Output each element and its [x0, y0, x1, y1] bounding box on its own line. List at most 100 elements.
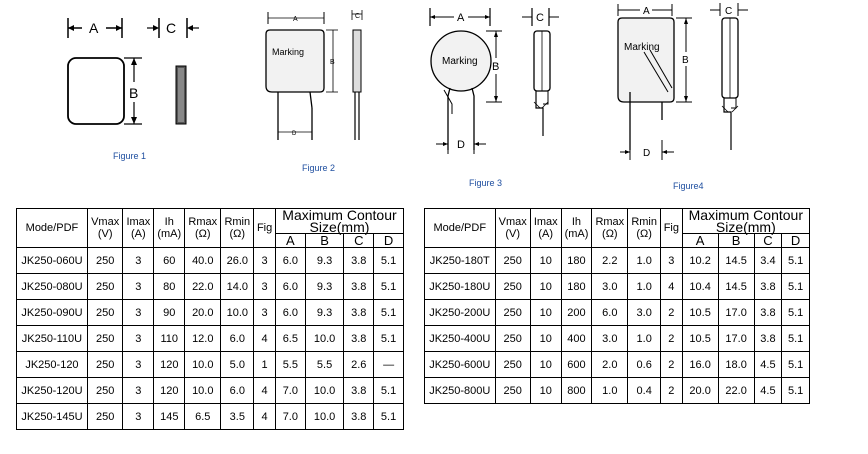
value-cell: 4: [660, 273, 683, 300]
fig2-marking: Marking: [272, 47, 304, 57]
model-cell: JK250-120U: [16, 377, 88, 404]
value-cell: 10: [529, 351, 562, 378]
value-cell: 400: [560, 325, 593, 352]
value-cell: 10.0: [184, 351, 222, 378]
value-cell: 3: [253, 247, 276, 274]
value-cell: 5.1: [781, 299, 810, 326]
header-d: D: [781, 233, 810, 248]
value-cell: 3.8: [343, 299, 375, 326]
value-cell: 1.0: [591, 377, 629, 404]
value-cell: 10: [529, 325, 562, 352]
header-b: B: [717, 233, 755, 248]
header-a: A: [274, 233, 306, 248]
value-cell: 6.5: [184, 403, 222, 430]
header-rmax: Rmax(Ω): [184, 208, 222, 248]
value-cell: 3.5: [220, 403, 255, 430]
value-cell: 0.6: [627, 351, 662, 378]
value-cell: 6.0: [274, 273, 306, 300]
value-cell: 2: [660, 377, 683, 404]
value-cell: 3: [253, 299, 276, 326]
value-cell: 10.0: [304, 403, 345, 430]
value-cell: 5.1: [373, 377, 404, 404]
value-cell: 2: [660, 325, 683, 352]
value-cell: 20.0: [681, 377, 719, 404]
value-cell: 9.3: [304, 247, 345, 274]
fig4-label-a: A: [643, 6, 650, 17]
value-cell: 3.8: [343, 247, 375, 274]
value-cell: 3: [122, 273, 155, 300]
figure-3-drawing: A Marking D B C: [429, 8, 559, 154]
model-cell: JK250-145U: [16, 403, 88, 430]
figure-2-caption: Figure 2: [302, 163, 336, 173]
value-cell: 4: [253, 403, 276, 430]
model-cell: JK250-400U: [424, 325, 496, 352]
value-cell: 90: [153, 299, 186, 326]
value-cell: 5.1: [781, 325, 810, 352]
value-cell: 110: [153, 325, 186, 352]
model-cell: JK250-800U: [424, 377, 496, 404]
spec-table-right: Mode/PDF Vmax(V) Imax(A) Ih(mA) Rmax(Ω) …: [424, 208, 811, 404]
value-cell: 2.0: [591, 351, 629, 378]
value-cell: 17.0: [717, 325, 755, 352]
value-cell: 10.0: [304, 377, 345, 404]
fig3-label-b: B: [492, 61, 499, 73]
header-c: C: [753, 233, 783, 248]
value-cell: 7.0: [274, 377, 306, 404]
header-d: D: [373, 233, 404, 248]
header-model: Mode/PDF: [16, 208, 88, 248]
value-cell: 3: [122, 325, 155, 352]
fig4-label-c: C: [725, 6, 732, 17]
figure-1-drawing: A B C: [67, 18, 199, 125]
value-cell: 180: [560, 273, 593, 300]
value-cell: 10: [529, 377, 562, 404]
model-cell: JK250-600U: [424, 351, 496, 378]
value-cell: 250: [86, 351, 124, 378]
value-cell: 200: [560, 299, 593, 326]
figure-3-caption: Figure 3: [469, 178, 503, 188]
value-cell: 5.0: [220, 351, 255, 378]
value-cell: 3.0: [627, 299, 662, 326]
value-cell: 5.1: [373, 403, 404, 430]
header-rmin: Rmin(Ω): [627, 208, 662, 248]
value-cell: 3: [122, 299, 155, 326]
value-cell: 3.0: [591, 325, 629, 352]
value-cell: 80: [153, 273, 186, 300]
fig2-label-a: A: [293, 16, 298, 23]
value-cell: 145: [153, 403, 186, 430]
value-cell: 6.5: [274, 325, 306, 352]
value-cell: 120: [153, 351, 186, 378]
header-fig: Fig: [660, 208, 683, 248]
value-cell: 1.0: [627, 273, 662, 300]
value-cell: 4.5: [753, 351, 783, 378]
value-cell: 250: [494, 325, 531, 352]
header-ih: Ih(mA): [560, 208, 593, 248]
value-cell: 14.0: [220, 273, 255, 300]
fig3-label-a: A: [457, 12, 465, 24]
value-cell: 5.1: [373, 247, 404, 274]
header-vmax: Vmax(V): [86, 208, 124, 248]
value-cell: 3.8: [753, 273, 783, 300]
value-cell: 600: [560, 351, 593, 378]
value-cell: 180: [560, 247, 593, 274]
value-cell: 6.0: [220, 325, 255, 352]
header-fig: Fig: [253, 208, 276, 248]
value-cell: 20.0: [184, 299, 222, 326]
fig2-label-b: B: [330, 59, 335, 66]
value-cell: 1.0: [627, 325, 662, 352]
header-rmin: Rmin(Ω): [220, 208, 255, 248]
value-cell: 16.0: [681, 351, 719, 378]
value-cell: 6.0: [591, 299, 629, 326]
fig4-label-d: D: [643, 148, 650, 159]
value-cell: 3.8: [343, 273, 375, 300]
value-cell: 5.1: [373, 299, 404, 326]
header-vmax: Vmax(V): [494, 208, 531, 248]
fig2-label-c: C: [355, 13, 360, 20]
header-a: A: [681, 233, 719, 248]
